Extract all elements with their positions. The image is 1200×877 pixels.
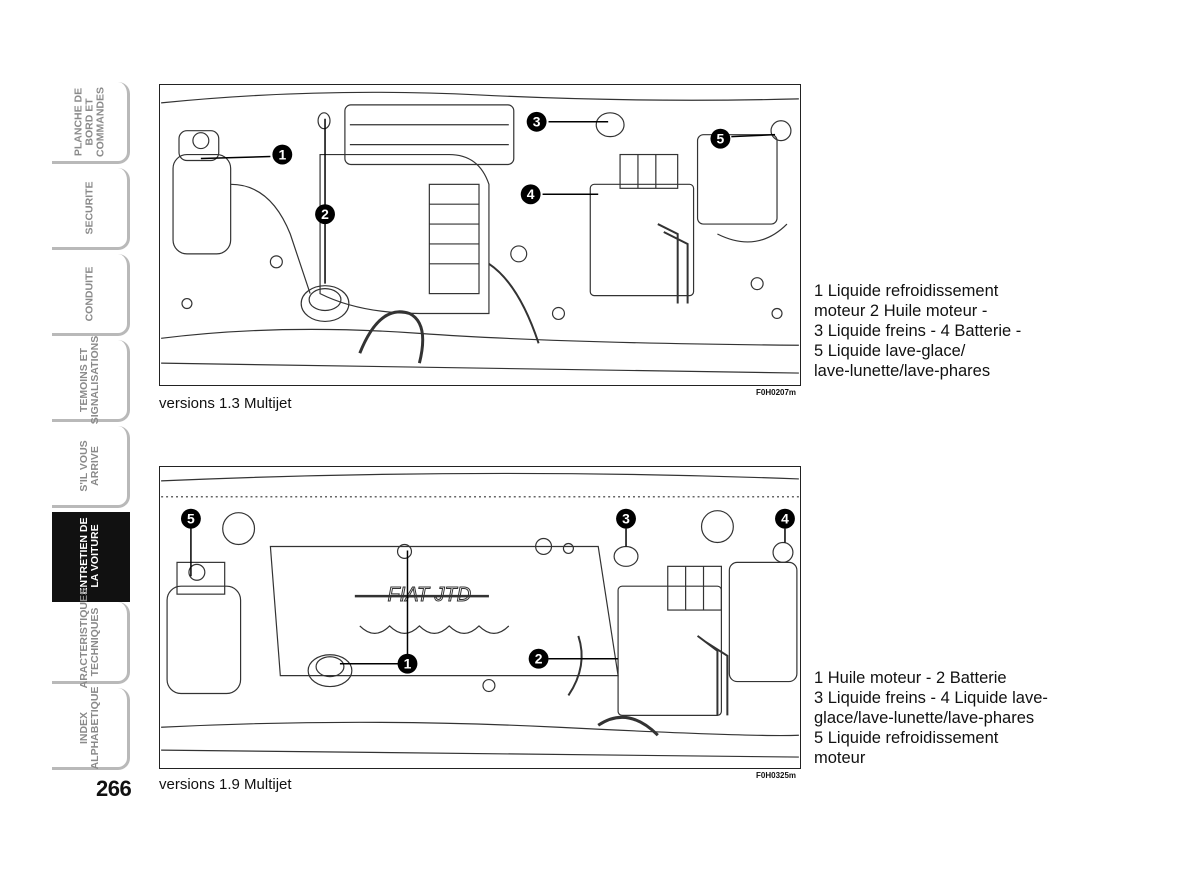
- page-number: 266: [96, 776, 132, 801]
- marker-2: 2: [315, 204, 335, 225]
- figure-legend: 1 Liquide refroidissement moteur 2 Huile…: [814, 282, 1022, 380]
- marker-1: 1: [397, 653, 418, 674]
- figure-caption: versions 1.9 Multijet: [159, 776, 292, 793]
- svg-text:1: 1: [404, 656, 412, 672]
- marker-5: 5: [180, 508, 201, 529]
- svg-text:4: 4: [527, 186, 535, 202]
- marker-5: 5: [710, 128, 731, 149]
- svg-text:1: 1: [278, 147, 286, 163]
- figure-code: F0H0325m: [756, 771, 797, 780]
- marker-4: 4: [520, 184, 541, 205]
- marker-4: 4: [775, 508, 795, 529]
- svg-text:2: 2: [535, 651, 543, 667]
- marker-2: 2: [528, 648, 549, 669]
- svg-text:4: 4: [781, 511, 789, 527]
- engine-drawing: 1 2 3 4 5: [161, 91, 799, 374]
- svg-text:5: 5: [717, 131, 725, 147]
- figure-caption: versions 1.3 Multijet: [159, 395, 292, 412]
- engine-illustration-1-3: 1 2 3 4 5: [159, 84, 801, 386]
- tab-securite[interactable]: SECURITE: [52, 168, 130, 250]
- marker-3: 3: [616, 508, 636, 529]
- tab-label: SECURITE: [83, 180, 95, 235]
- engine-illustration-1-9: FIAT JTD 1 2 3 4 5: [159, 466, 801, 769]
- figure-code: F0H0207m: [756, 388, 797, 397]
- svg-text:2: 2: [321, 206, 329, 222]
- engine-drawing: FIAT JTD 1 2 3 4 5: [161, 472, 799, 758]
- marker-3: 3: [526, 111, 547, 132]
- tab-label: CONDUITE: [83, 266, 95, 321]
- engine-brand-text: FIAT JTD: [388, 584, 471, 606]
- svg-text:3: 3: [622, 511, 630, 527]
- figure-legend: 1 Huile moteur - 2 Batterie 3 Liquide fr…: [814, 669, 1048, 767]
- svg-text:5: 5: [187, 511, 195, 527]
- marker-1: 1: [272, 144, 293, 165]
- tab-conduite[interactable]: CONDUITE: [52, 254, 130, 336]
- svg-text:3: 3: [533, 114, 541, 130]
